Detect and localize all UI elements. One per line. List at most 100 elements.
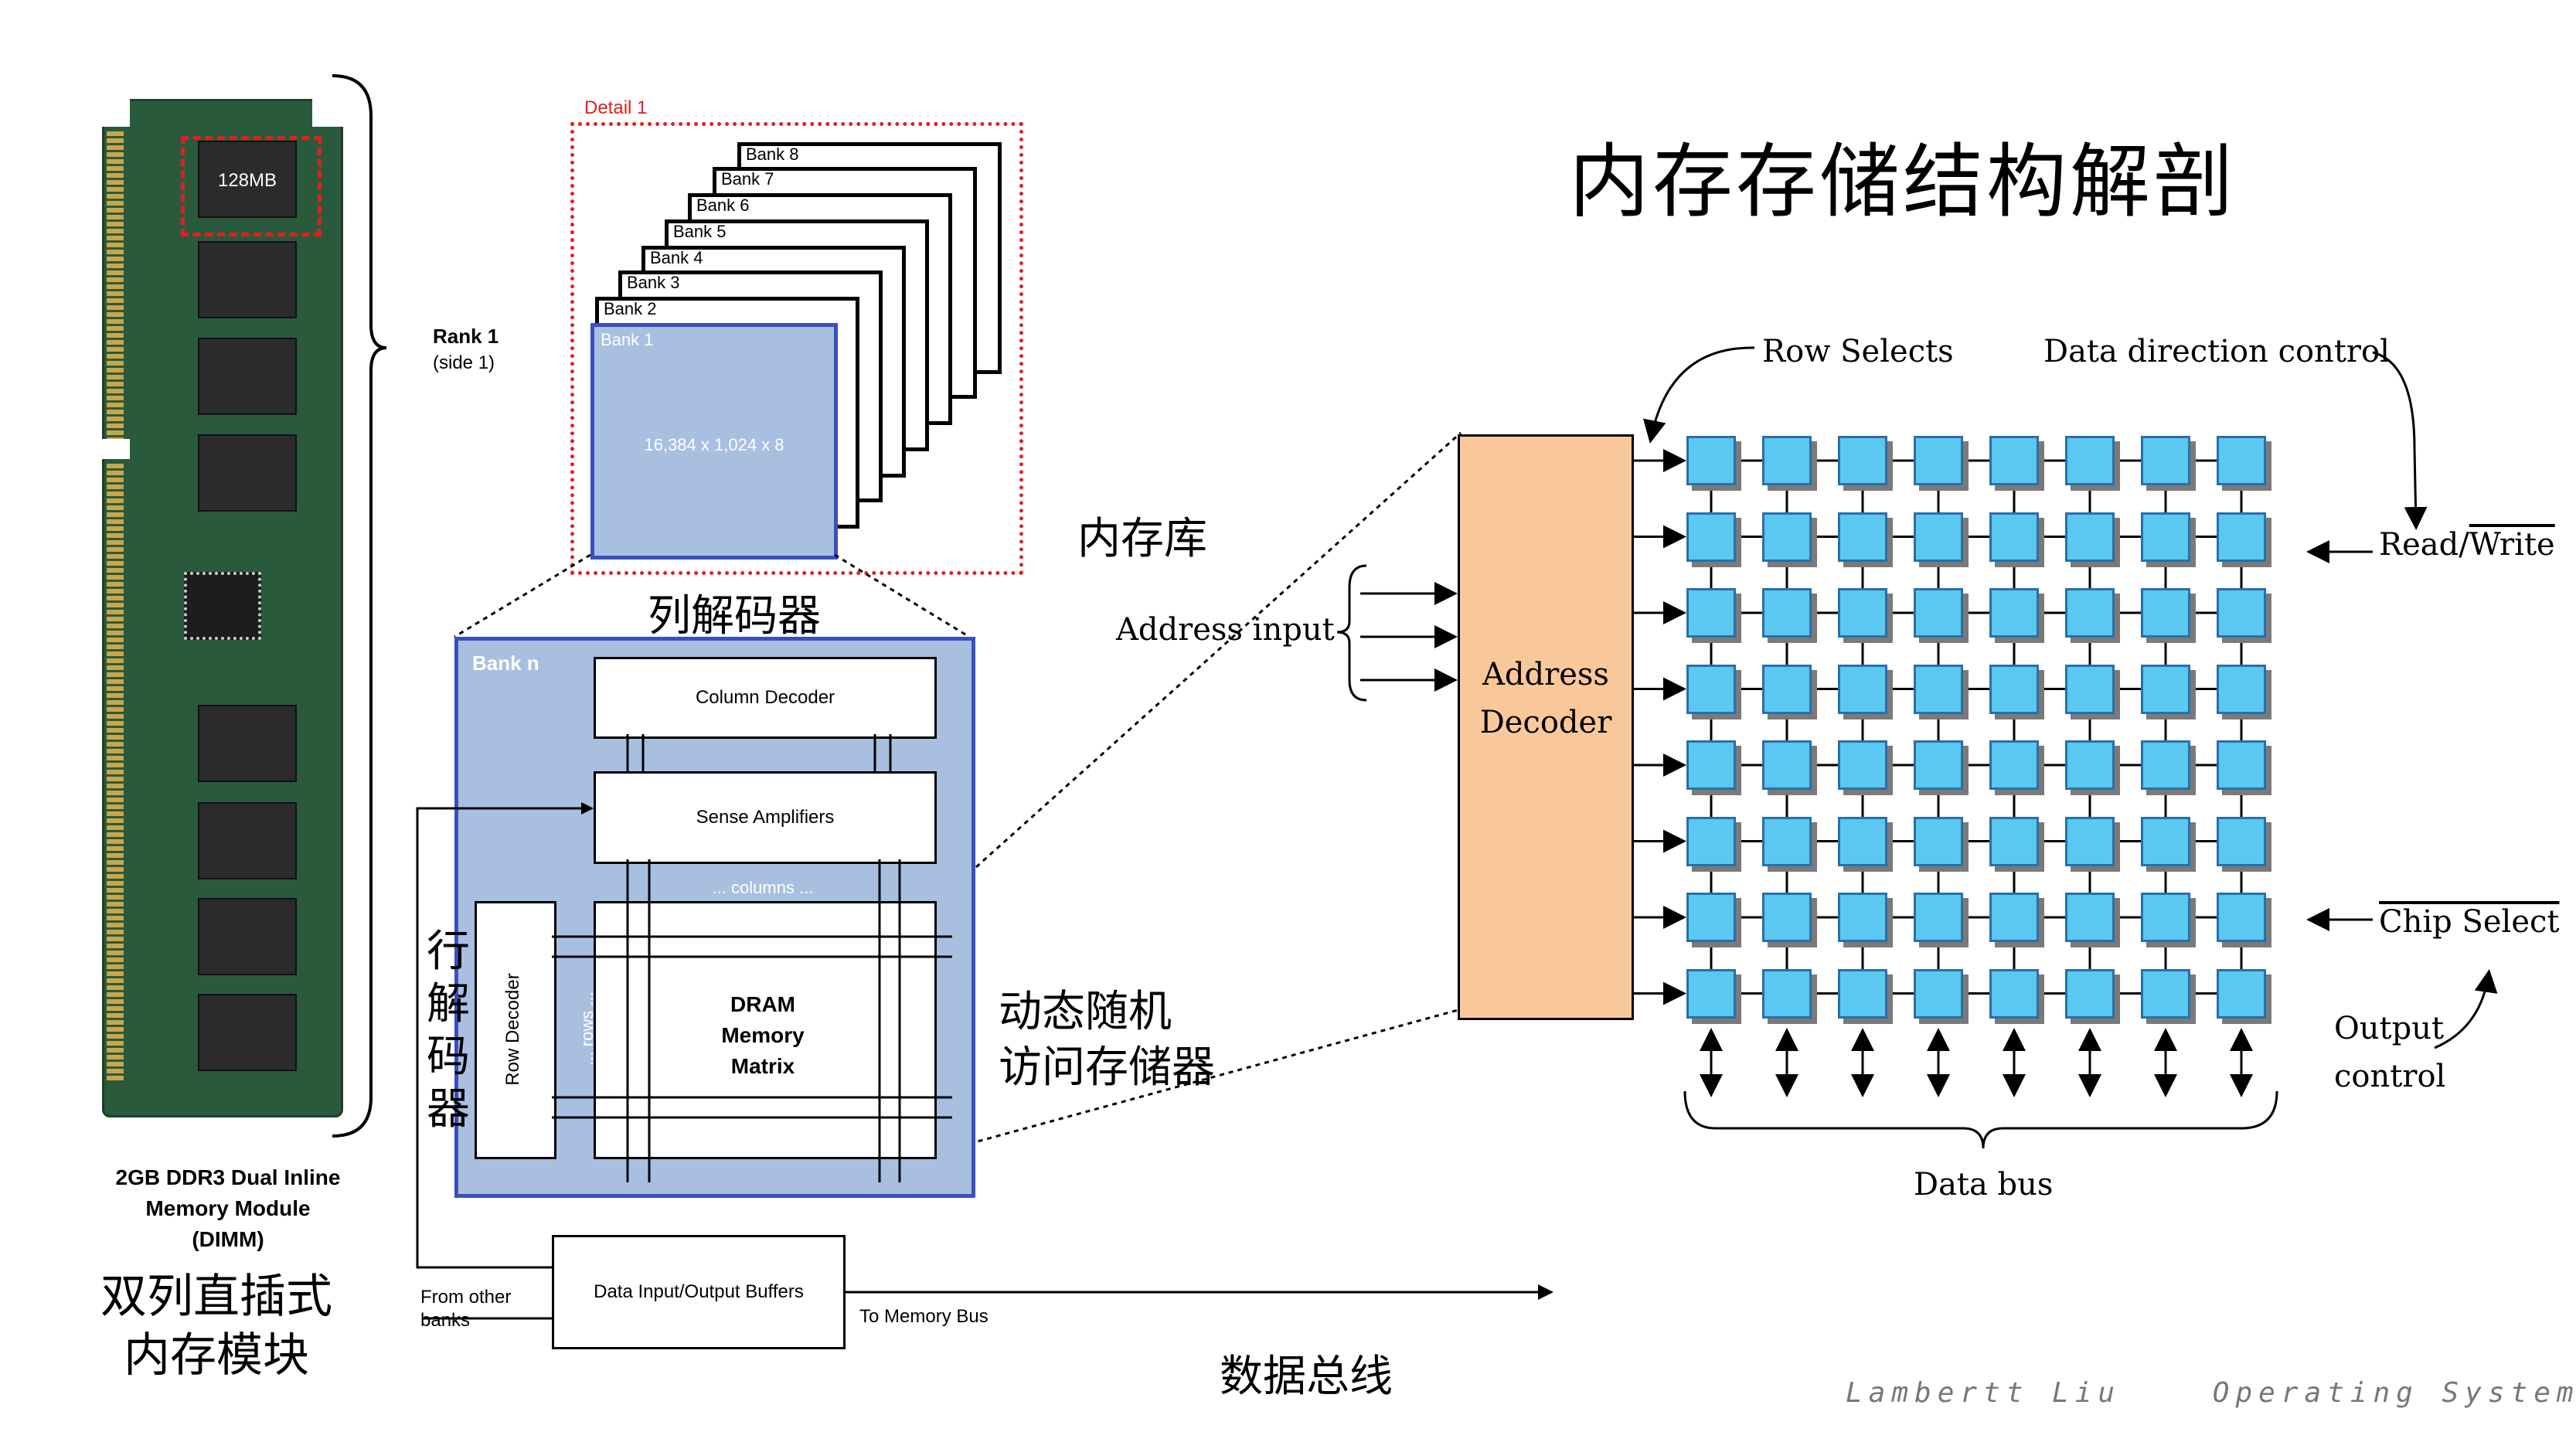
memory-cell [1838,588,1887,638]
memory-cell [2141,512,2190,562]
memory-cell [1762,512,1812,562]
memory-cell [1914,588,1963,638]
memory-cell [1914,664,1963,714]
memory-cell [2065,588,2115,638]
data-io-buffers: Data Input/Output Buffers [552,1235,846,1349]
memory-cell [1686,436,1736,485]
memory-cell [1762,893,1812,942]
dimm-caption: 2GB DDR3 Dual Inline Memory Module (DIMM… [115,1165,341,1251]
cn-row-decoder: 行 解 码 器 [427,927,470,1134]
dimm-notch [99,99,130,127]
memory-cell [1914,436,1963,485]
detail-label: Detail 1 [584,97,648,118]
memory-cell [2217,664,2266,714]
memory-cell [2217,968,2266,1019]
read-write-label: Read/Write [2379,527,2555,563]
memory-cell [1686,968,1736,1019]
memory-cell [1686,588,1736,638]
memory-cell [1762,588,1812,638]
memory-cell [1989,436,2039,485]
memory-cell [2141,664,2190,714]
memory-cell [2065,512,2115,562]
memory-cell [1762,968,1812,1019]
rank-label: Rank 1 [433,325,499,348]
memory-cell [1914,968,1963,1019]
dram-label: DRAM Memory Matrix [721,992,805,1078]
memory-cell [1914,740,1963,790]
memory-cell [2141,740,2190,790]
memory-cell [1762,816,1812,866]
memory-cell [1686,512,1736,562]
memory-cell [1686,664,1736,714]
memory-cell [2065,436,2115,485]
memory-chip [198,338,297,415]
memory-cell [1914,893,1963,942]
memory-cell [1989,588,2039,638]
cn-data-bus: 数据总线 [1220,1352,1393,1402]
dimm-notch [312,99,343,127]
chip-select-label: Chip Select [2379,904,2560,940]
dimm-contacts [107,464,124,1082]
memory-cell [1686,816,1736,866]
rank-side: (side 1) [433,352,495,373]
memory-cell [2217,512,2266,562]
bank-n-label: Bank n [472,651,539,675]
footer-credit: Lambertt Liu Operating System [1846,1377,2576,1409]
memory-chip [198,898,297,975]
memory-cell [2065,740,2115,790]
memory-chip [198,141,297,218]
memory-cell [2065,664,2115,714]
dimm-cn-caption: 双列直插式 内存模块 [100,1270,332,1383]
memory-chip [198,434,297,512]
memory-cell [2217,588,2266,638]
memory-cell [1838,664,1887,714]
memory-cell [1838,893,1887,942]
memory-cell [1762,740,1812,790]
memory-cell [1838,816,1887,866]
memory-cell [2141,588,2190,638]
memory-cell [1762,436,1812,485]
memory-cell [1686,740,1736,790]
memory-cell [1686,893,1736,942]
address-decoder [1458,434,1634,1020]
data-direction-label: Data direction control [2043,334,2390,369]
memory-chip [198,802,297,879]
memory-cell [2065,816,2115,866]
memory-cell [1914,512,1963,562]
memory-cell [1838,436,1887,485]
rank-brace [332,74,386,1138]
memory-cell [1838,512,1887,562]
memory-chip [198,241,297,318]
memory-cell [1989,893,2039,942]
memory-cell [1914,816,1963,866]
memory-cell [2141,893,2190,942]
dimm-notch [99,439,130,459]
bank-1-size: 16,384 x 1,024 x 8 [644,435,784,454]
to-memory-bus: To Memory Bus [859,1306,989,1327]
detail-frame [570,122,1023,575]
memory-cell [2217,816,2266,866]
memory-cell [2217,740,2266,790]
memory-cell [2141,968,2190,1019]
memory-cell [2141,816,2190,866]
memory-cell [2141,436,2190,485]
data-bus-label: Data bus [1914,1167,2054,1202]
memory-cell [2217,436,2266,485]
address-decoder-label: Address Decoder [1479,657,1612,740]
page-title: 内存存储结构解剖 [1569,134,2237,229]
row-selects-label: Row Selects [1762,334,1954,369]
memory-cell [1762,664,1812,714]
column-decoder: Column Decoder [594,657,937,739]
memory-cell [1989,740,2039,790]
bank-1: Bank 1 16,384 x 1,024 x 8 [590,323,838,560]
memory-cell [2217,893,2266,942]
memory-cell [2065,968,2115,1019]
memory-cell [1989,816,2039,866]
memory-cell [1989,968,2039,1019]
spd-chip [184,572,261,640]
dimm-contacts [107,131,124,440]
chip-highlight [181,136,322,236]
